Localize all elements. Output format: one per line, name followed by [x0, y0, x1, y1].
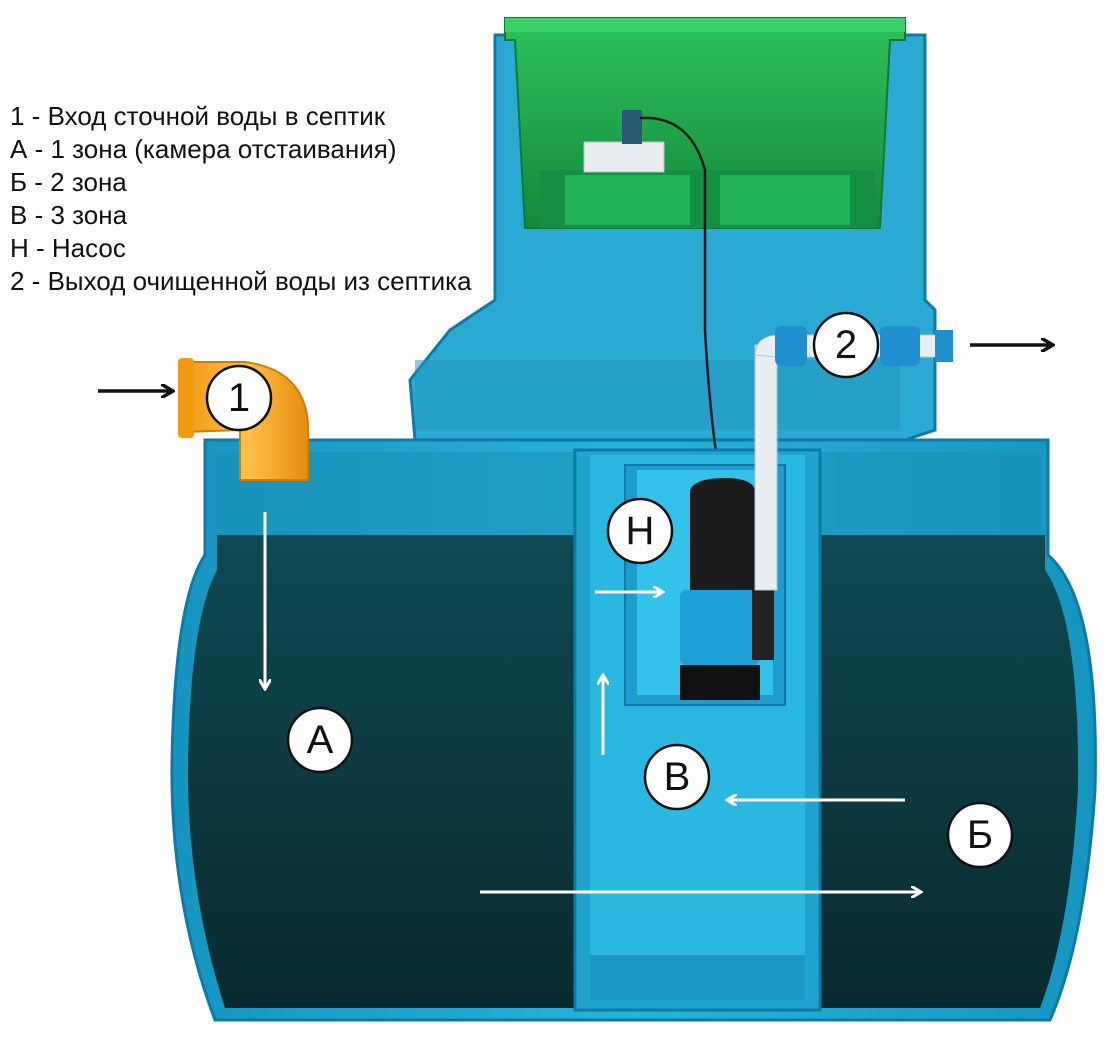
legend-item-pump: Н - Насос	[10, 233, 126, 263]
legend-item-outlet: 2 - Выход очищенной воды из септика	[10, 266, 472, 296]
marker-pump: Н	[606, 497, 674, 565]
submersible-pump	[680, 478, 774, 700]
flow-arrows	[265, 512, 920, 892]
legend: 1 - Вход сточной воды в септик А - 1 зон…	[10, 100, 480, 298]
marker-inlet-label: 1	[228, 376, 250, 420]
marker-pump-label: Н	[626, 509, 655, 553]
marker-outlet: 2	[812, 311, 880, 379]
marker-zone-b-label: Б	[967, 813, 993, 857]
marker-zone-b: Б	[946, 801, 1014, 869]
legend-item-inlet: 1 - Вход сточной воды в септик	[10, 101, 386, 131]
legend-item-zone-b: Б - 2 зона	[10, 167, 127, 197]
marker-inlet: 1	[205, 364, 273, 432]
marker-zone-v-label: В	[664, 755, 691, 799]
marker-zone-a: А	[286, 706, 354, 774]
outlet-pipe	[754, 326, 953, 591]
marker-zone-a-label: А	[307, 718, 334, 762]
legend-item-zone-a: А - 1 зона (камера отстаивания)	[10, 134, 397, 164]
legend-item-zone-v: В - 3 зона	[10, 200, 128, 230]
green-lid	[504, 17, 906, 479]
marker-outlet-label: 2	[835, 323, 857, 367]
marker-zone-v: В	[643, 743, 711, 811]
